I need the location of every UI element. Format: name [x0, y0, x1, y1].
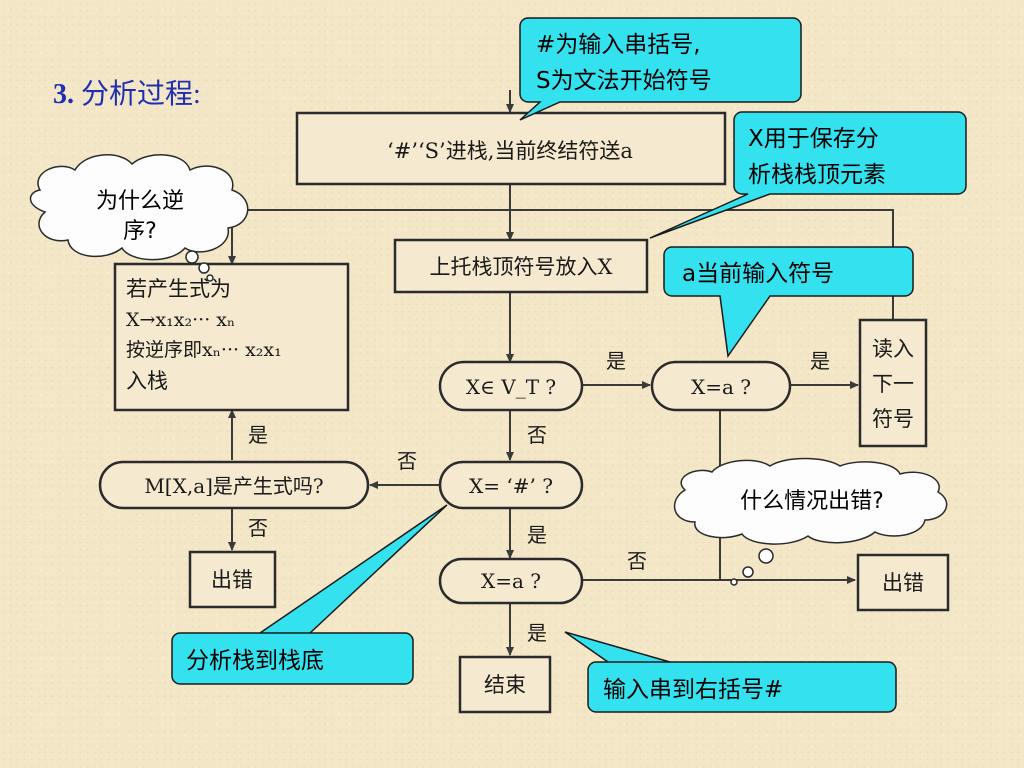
- read-box: [858, 318, 928, 448]
- no-label-hash: 否: [397, 449, 417, 473]
- hash-note-line-1: #为输入串括号,: [536, 32, 701, 58]
- start-box-label: ‘#’‘S’进栈,当前终结符送a: [387, 139, 633, 163]
- page-title: 3. 分析过程:: [53, 79, 201, 110]
- no-label-end-match: 否: [627, 549, 647, 573]
- a-note-callout: [663, 246, 914, 359]
- x-note-callout: [649, 111, 967, 239]
- production-decision: [98, 460, 370, 510]
- hash-note-line-2: S为文法开始符号: [536, 68, 712, 94]
- pop-box-label: 上托栈顶符号放入X: [430, 255, 613, 279]
- match-decision-label: X=a ?: [691, 375, 751, 399]
- error-box-2-label: 出错: [882, 571, 924, 595]
- end-box-label: 结束: [484, 673, 526, 697]
- x-note-line-1: X用于保存分: [748, 126, 879, 152]
- yes-label-hash: 是: [527, 523, 547, 547]
- push-box: [113, 262, 350, 412]
- push-box-line-4: 入栈: [126, 369, 168, 393]
- x-note-line-2: 析栈栈顶元素: [748, 162, 886, 188]
- end-match-decision: [438, 557, 584, 605]
- cloud-why-reverse-line-1: 为什么逆: [96, 189, 184, 214]
- cloud-why-reverse: [29, 154, 249, 282]
- error-box-1: [188, 550, 277, 609]
- error-box-1-label: 出错: [211, 568, 253, 592]
- hash-decision-label: X= ‘#’ ?: [469, 474, 553, 498]
- read-box-line-1: 读入: [872, 337, 914, 361]
- input-end-callout: [564, 631, 897, 713]
- hash-decision: [438, 460, 584, 510]
- no-label-terminal: 否: [527, 423, 547, 447]
- start-box: [295, 111, 727, 186]
- read-box-line-2: 下一: [872, 372, 914, 396]
- yes-label-end-match: 是: [527, 621, 547, 645]
- cloud-why-reverse-line-2: 序?: [123, 219, 157, 244]
- read-box-line-3: 符号: [872, 407, 914, 431]
- stack-bottom-text: 分析栈到栈底: [186, 648, 324, 674]
- cloud-when-error: [673, 457, 948, 586]
- terminal-decision: [438, 360, 584, 412]
- end-box: [458, 655, 552, 714]
- error-box-2: [856, 553, 950, 612]
- yes-label-production: 是: [248, 423, 268, 447]
- yes-label-terminal: 是: [606, 349, 626, 373]
- no-label-production: 否: [248, 516, 268, 540]
- cloud-when-error-text: 什么情况出错?: [740, 489, 884, 514]
- hash-note-callout: [519, 17, 802, 121]
- a-note-text: a当前输入符号: [682, 261, 834, 287]
- connectors: [228, 90, 894, 656]
- end-match-decision-label: X=a ?: [481, 569, 541, 593]
- match-decision: [650, 360, 792, 412]
- push-box-line-3: 按逆序即xₙ··· x₂x₁: [126, 339, 282, 361]
- production-decision-label: M[X,a]是产生式吗?: [144, 474, 323, 498]
- yes-label-match: 是: [810, 349, 830, 373]
- stack-bottom-callout: [171, 504, 448, 685]
- pop-box: [393, 238, 649, 294]
- push-box-line-1: 若产生式为: [126, 277, 231, 301]
- input-end-text: 输入串到右括号#: [603, 677, 783, 703]
- terminal-decision-label: X∈ V_T ?: [466, 375, 556, 399]
- push-box-line-2: X→x₁x₂··· xₙ: [126, 309, 235, 331]
